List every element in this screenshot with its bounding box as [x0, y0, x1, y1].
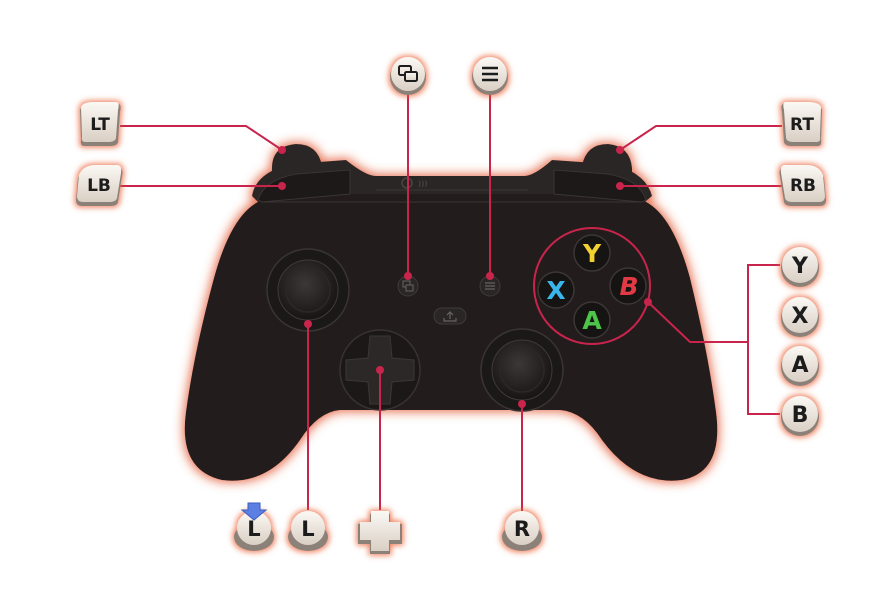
- svg-text:A: A: [791, 353, 808, 378]
- svg-text:X: X: [792, 304, 809, 329]
- badge-x: X: [781, 297, 819, 337]
- callout-lt: [120, 125, 283, 151]
- face-button-b[interactable]: B: [609, 267, 647, 305]
- svg-text:LB: LB: [87, 176, 111, 196]
- svg-text:Y: Y: [582, 239, 602, 268]
- left-bumper[interactable]: [257, 169, 351, 203]
- callout-face-bracket: [747, 264, 780, 415]
- svg-text:R: R: [514, 517, 530, 541]
- badge-left-stick: L: [288, 511, 328, 551]
- share-button[interactable]: [433, 307, 467, 325]
- badge-a: A: [781, 346, 819, 386]
- badge-rt: RT: [781, 102, 822, 146]
- dpad-icon: [358, 511, 402, 554]
- right-bumper[interactable]: [553, 169, 647, 203]
- callout-lines: [120, 88, 782, 512]
- face-button-a[interactable]: A: [573, 301, 611, 339]
- face-button-x[interactable]: X: [537, 271, 575, 309]
- svg-text:L: L: [301, 517, 314, 541]
- svg-text:B: B: [792, 403, 809, 428]
- svg-text:L: L: [247, 517, 260, 541]
- face-button-y[interactable]: Y: [573, 234, 611, 272]
- badge-right-stick: R: [502, 511, 542, 551]
- face-button-ring: [533, 227, 651, 345]
- callout-rt: [619, 125, 782, 151]
- callout-face: [647, 301, 748, 343]
- svg-text:Y: Y: [791, 254, 809, 279]
- svg-text:RT: RT: [790, 115, 814, 135]
- svg-text:B: B: [619, 272, 638, 301]
- badge-b: B: [781, 396, 819, 436]
- callout-dots: [278, 146, 652, 408]
- svg-text:RB: RB: [790, 176, 816, 196]
- left-stick[interactable]: [266, 248, 350, 332]
- svg-text:))): ))): [418, 180, 428, 188]
- right-stick[interactable]: [480, 328, 564, 412]
- badge-rb: RB: [779, 165, 826, 206]
- badge-lb: LB: [76, 165, 123, 206]
- down-arrow-icon: [240, 502, 268, 521]
- controller-body: [184, 194, 718, 481]
- badge-lt: LT: [80, 102, 121, 146]
- svg-text:LT: LT: [90, 115, 110, 135]
- svg-text:A: A: [582, 306, 602, 335]
- view-icon: [390, 57, 426, 95]
- badge-y: Y: [781, 247, 819, 287]
- menu-icon: [472, 57, 508, 95]
- badge-left-stick-press: L: [234, 511, 274, 551]
- svg-text:X: X: [546, 276, 565, 305]
